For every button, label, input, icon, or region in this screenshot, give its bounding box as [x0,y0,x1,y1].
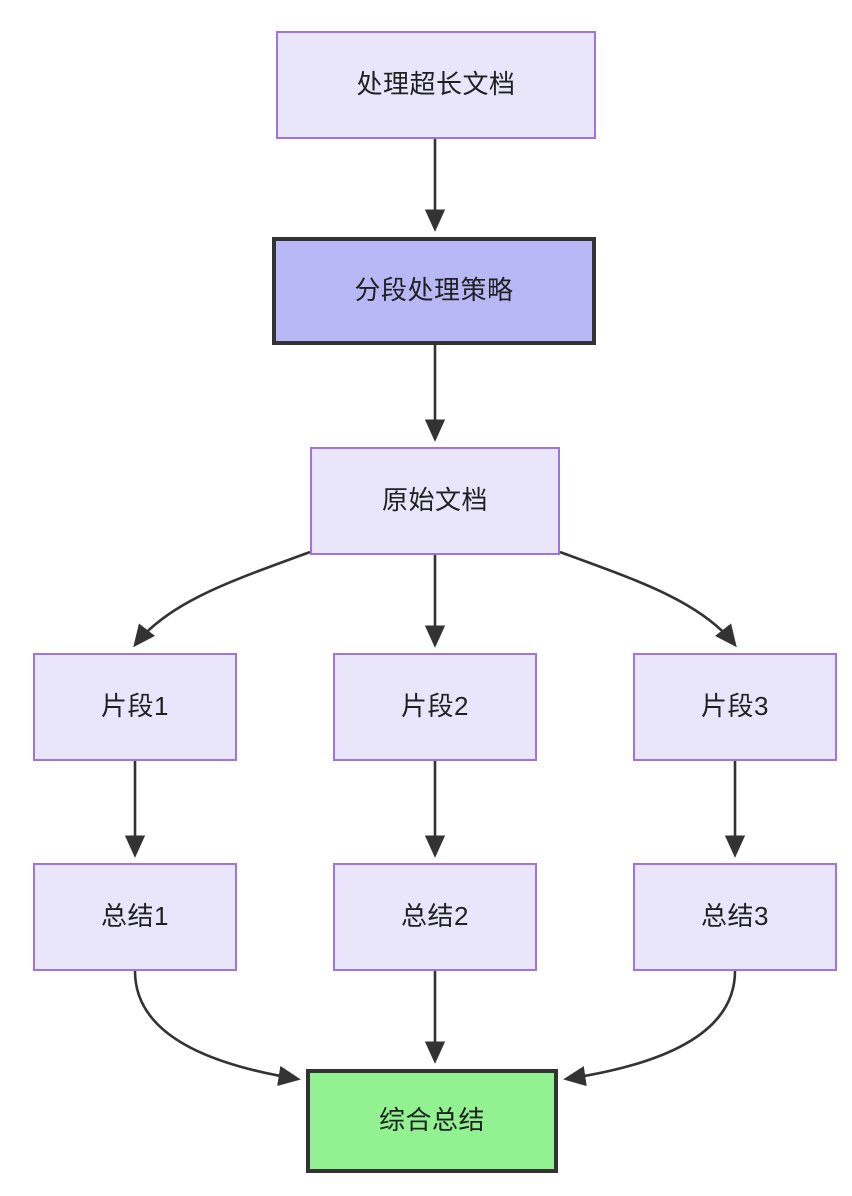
edge-n3-to-n4 [133,550,311,648]
node-label: 原始文档 [381,485,488,516]
node-label: 片段2 [401,691,469,722]
node-n5[interactable]: 片段2 [333,653,537,761]
edge-n9-to-n10 [563,970,737,1087]
node-n9[interactable]: 总结3 [633,863,837,971]
node-n2[interactable]: 分段处理策略 [272,237,596,345]
node-label: 总结2 [401,901,469,932]
node-n3[interactable]: 原始文档 [310,447,560,555]
edge-n7-to-n10 [133,970,301,1086]
node-label: 总结3 [701,901,769,932]
node-label: 片段1 [101,691,169,722]
node-label: 分段处理策略 [354,275,514,306]
node-label: 综合总结 [378,1105,485,1136]
node-n7[interactable]: 总结1 [33,863,237,971]
node-label: 处理超长文档 [356,69,516,100]
edge-n3-to-n6 [559,550,737,648]
node-n6[interactable]: 片段3 [633,653,837,761]
node-n1[interactable]: 处理超长文档 [276,31,596,139]
node-label: 片段3 [701,691,769,722]
node-label: 总结1 [101,901,169,932]
node-n4[interactable]: 片段1 [33,653,237,761]
node-n10[interactable]: 综合总结 [306,1069,558,1173]
node-n8[interactable]: 总结2 [333,863,537,971]
